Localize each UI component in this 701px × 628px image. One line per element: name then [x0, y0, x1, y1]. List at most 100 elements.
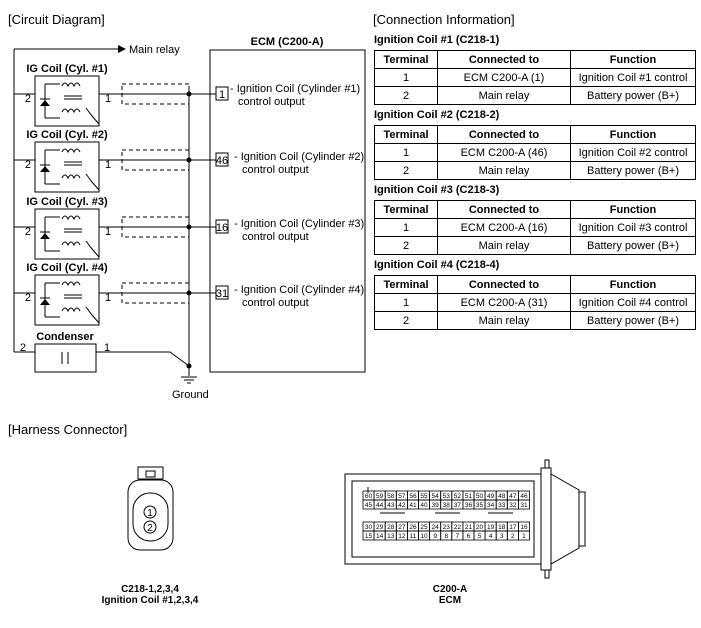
- output-line1: - Ignition Coil (Cylinder #2): [234, 151, 364, 163]
- table-row: 1 ECM C200-A (31) Ignition Coil #4 contr…: [374, 293, 696, 312]
- coil-connector-caption-line1: C218-1,2,3,4: [121, 584, 179, 595]
- coil-title: IG Coil (Cyl. #2): [26, 129, 108, 141]
- ecm-pin-label: 35: [476, 502, 484, 509]
- header-connected-to: Connected to: [437, 200, 571, 219]
- ecm-pin-label: 25: [420, 524, 428, 531]
- cell-function: Battery power (B+): [570, 161, 696, 180]
- ecm-pin-label: 49: [487, 493, 495, 500]
- ecm-pin-label: 37: [454, 502, 462, 509]
- cell-function: Battery power (B+): [570, 236, 696, 255]
- ecm-pin-label: 52: [454, 493, 462, 500]
- cell-function: Battery power (B+): [570, 86, 696, 105]
- cell-connected-to: ECM C200-A (1): [437, 68, 571, 87]
- ecm-pin-label: 8: [444, 533, 448, 540]
- ecm-pin-label: 38: [443, 502, 451, 509]
- ecm-pin-label: 1: [522, 533, 526, 540]
- ecm-pin-label: 7: [456, 533, 460, 540]
- ecm-pin-label: 53: [443, 493, 451, 500]
- ecm-pin-label: 31: [520, 502, 528, 509]
- coil-title: IG Coil (Cyl. #1): [26, 63, 108, 75]
- cell-connected-to: ECM C200-A (31): [437, 293, 571, 312]
- ecm-pin-label: 42: [398, 502, 406, 509]
- output-line2: control output: [238, 96, 305, 108]
- ecm-pin-cell: [518, 530, 530, 541]
- coil-cyl2: [14, 141, 229, 193]
- table-row: 1 ECM C200-A (46) Ignition Coil #2 contr…: [374, 143, 696, 162]
- cell-function: Battery power (B+): [570, 311, 696, 330]
- ecm-pin-cell: [518, 499, 530, 510]
- ecm-pin-label: 41: [409, 502, 417, 509]
- ecm-pin-label: 20: [476, 524, 484, 531]
- header-connected-to: Connected to: [437, 275, 571, 294]
- ecm-pin-label: 58: [387, 493, 395, 500]
- ecm-connector: [344, 459, 586, 579]
- coil-pin-right: 1: [105, 93, 111, 105]
- ecm-pin-label: 3: [500, 533, 504, 540]
- connection-table: Terminal Connected to Function 1 ECM C20…: [374, 275, 696, 330]
- ecm-pin-label: 9: [433, 533, 437, 540]
- cell-connected-to: ECM C200-A (16): [437, 218, 571, 237]
- ecm-pin-label: 45: [365, 502, 373, 509]
- ecm-pin-label: 21: [465, 524, 473, 531]
- ecm-pin-label: 6: [467, 533, 471, 540]
- ecm-pin-label: 55: [420, 493, 428, 500]
- cell-terminal: 2: [374, 86, 438, 105]
- ecm-pin-label: 27: [398, 524, 406, 531]
- ecm-pin-label: 18: [498, 524, 506, 531]
- coil-pin-left: 2: [25, 93, 31, 105]
- ecm-pin-label: 22: [454, 524, 462, 531]
- header-function: Function: [570, 275, 696, 294]
- ecm-pin-label: 24: [432, 524, 440, 531]
- coil-title: IG Coil (Cyl. #3): [26, 196, 108, 208]
- ecm-pin-label: 47: [509, 493, 517, 500]
- output-line1: - Ignition Coil (Cylinder #4): [234, 284, 364, 296]
- cell-function: Ignition Coil #2 control: [570, 143, 696, 162]
- table-row: 2 Main relay Battery power (B+): [374, 161, 696, 180]
- coil-pin-right: 1: [105, 159, 111, 171]
- ecm-pin-label: 56: [409, 493, 417, 500]
- output-line2: control output: [242, 297, 309, 309]
- condenser-title: Condenser: [36, 331, 94, 343]
- table-row: 1 ECM C200-A (1) Ignition Coil #1 contro…: [374, 68, 696, 87]
- output-line2: control output: [242, 164, 309, 176]
- ecm-label: ECM (C200-A): [251, 36, 324, 48]
- cell-connected-to: ECM C200-A (46): [437, 143, 571, 162]
- cell-terminal: 1: [374, 293, 438, 312]
- coil-table-title: Ignition Coil #1 (C218-1): [374, 34, 500, 46]
- coil-table-title: Ignition Coil #4 (C218-4): [374, 259, 500, 271]
- ecm-pin: 31: [216, 288, 228, 300]
- ecm-pin: 46: [216, 155, 228, 167]
- coil-pin-right: 1: [105, 292, 111, 304]
- header-function: Function: [570, 125, 696, 144]
- cell-function: Ignition Coil #1 control: [570, 68, 696, 87]
- ecm-pin-label: 48: [498, 493, 506, 500]
- ecm-pin-label: 51: [465, 493, 473, 500]
- cell-function: Ignition Coil #3 control: [570, 218, 696, 237]
- main-relay-label: Main relay: [129, 44, 180, 56]
- cell-connected-to: Main relay: [437, 236, 571, 255]
- ecm-pin-label: 50: [476, 493, 484, 500]
- header-connected-to: Connected to: [437, 50, 571, 69]
- ecm-pin-label: 2: [511, 533, 515, 540]
- ecm-pin-label: 34: [487, 502, 495, 509]
- table-row: 2 Main relay Battery power (B+): [374, 86, 696, 105]
- coil-cyl1: [14, 75, 229, 127]
- connection-table: Terminal Connected to Function 1 ECM C20…: [374, 200, 696, 255]
- ecm-pin-label: 54: [432, 493, 440, 500]
- ecm-pin-label: 59: [376, 493, 384, 500]
- cell-terminal: 1: [374, 218, 438, 237]
- ecm-pin-label: 4: [489, 533, 493, 540]
- ecm-pin-label: 60: [365, 493, 373, 500]
- coil-connector-caption-line2: Ignition Coil #1,2,3,4: [101, 595, 199, 606]
- table-row: 1 ECM C200-A (16) Ignition Coil #3 contr…: [374, 218, 696, 237]
- ecm-pin-label: 13: [387, 533, 395, 540]
- ecm-pin-label: 19: [487, 524, 495, 531]
- cell-terminal: 2: [374, 311, 438, 330]
- coil-table-title: Ignition Coil #2 (C218-2): [374, 109, 500, 121]
- ecm-pin-label: 5: [478, 533, 482, 540]
- condenser-pin-right: 1: [104, 342, 110, 354]
- ecm-connector-caption-line1: C200-A: [432, 584, 468, 595]
- connection-table: Terminal Connected to Function 1 ECM C20…: [374, 125, 696, 180]
- header-terminal: Terminal: [374, 275, 438, 294]
